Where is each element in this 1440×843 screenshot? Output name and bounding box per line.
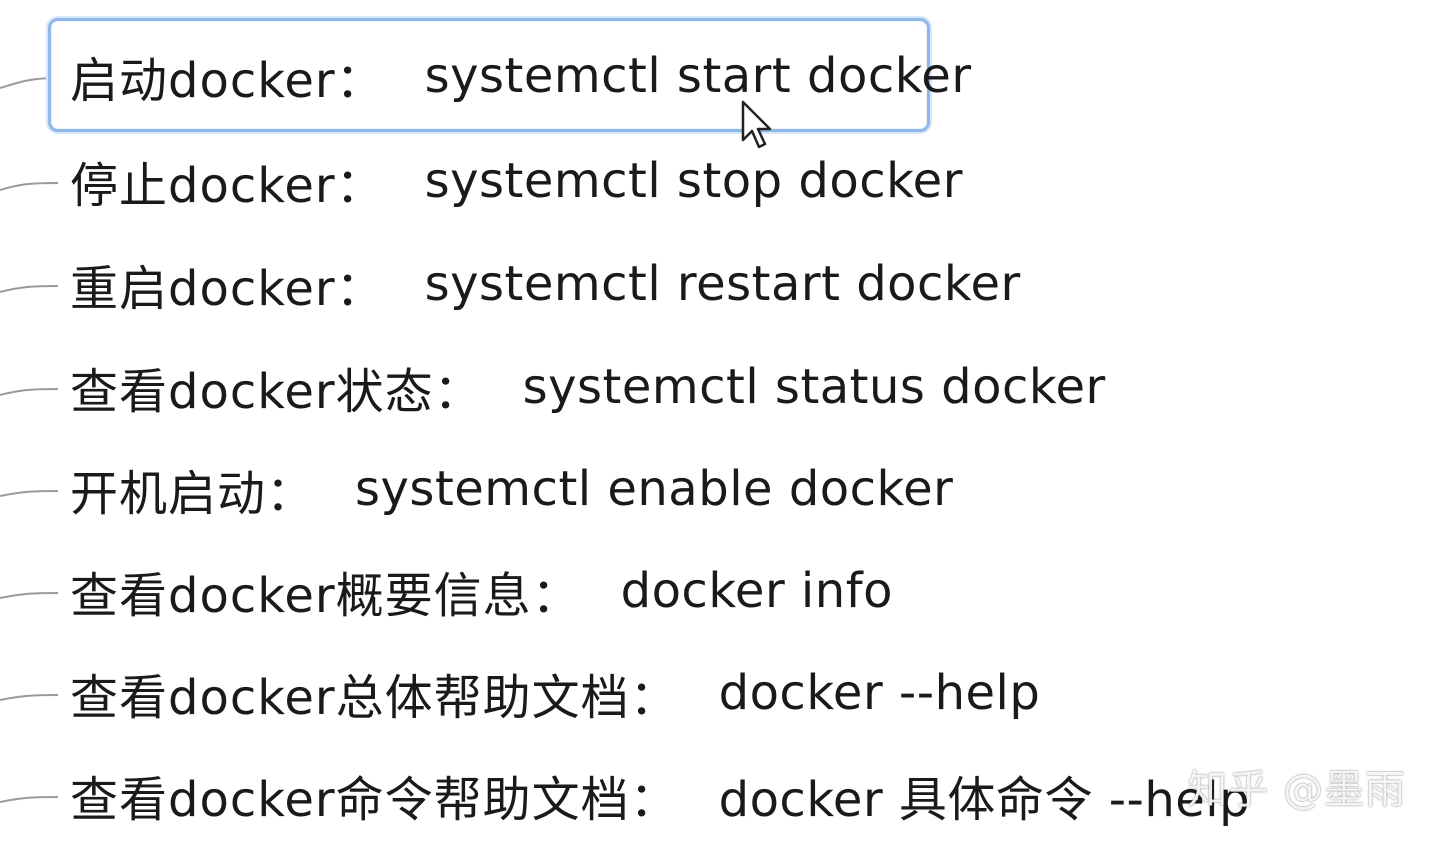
mindmap-node-start-docker[interactable]: 启动docker： systemctl start docker [70, 28, 972, 124]
connector-line [0, 592, 59, 599]
mouse-pointer-icon [741, 100, 772, 149]
node-command: systemctl enable docker [355, 461, 954, 517]
node-label: 查看docker总体帮助文档： [70, 670, 679, 726]
node-label: 启动docker： [70, 53, 385, 109]
node-label: 查看docker状态： [70, 364, 483, 420]
connector-lines [0, 77, 59, 803]
connector-line [0, 694, 59, 701]
mindmap-node-command-help[interactable]: 查看docker命令帮助文档： docker 具体命令 --help [70, 747, 1250, 843]
watermark: 知乎 @墨雨 [1187, 767, 1406, 813]
node-label: 重启docker： [70, 261, 385, 317]
connector-line [0, 285, 59, 293]
node-command: systemctl status docker [522, 359, 1106, 415]
node-command: systemctl restart docker [424, 256, 1021, 312]
node-command: systemctl stop docker [424, 153, 963, 209]
mindmap-node-restart-docker[interactable]: 重启docker： systemctl restart docker [70, 236, 1021, 332]
mindmap-node-enable-on-boot[interactable]: 开机启动： systemctl enable docker [70, 441, 953, 537]
connector-line [0, 182, 59, 191]
mindmap-node-docker-info[interactable]: 查看docker概要信息： docker info [70, 543, 893, 639]
node-label: 开机启动： [70, 466, 316, 522]
mindmap-node-stop-docker[interactable]: 停止docker： systemctl stop docker [70, 133, 963, 229]
node-selection-highlight [48, 18, 930, 132]
node-label: 查看docker命令帮助文档： [70, 772, 679, 828]
connector-line [0, 388, 59, 396]
node-command: docker info [620, 563, 893, 619]
node-command: docker --help [718, 665, 1041, 721]
node-label: 查看docker概要信息： [70, 568, 581, 624]
node-command: docker 具体命令 --help [718, 772, 1251, 828]
mindmap-node-docker-help[interactable]: 查看docker总体帮助文档： docker --help [70, 645, 1040, 741]
connector-line [0, 796, 59, 803]
mindmap-node-docker-status[interactable]: 查看docker状态： systemctl status docker [70, 339, 1106, 435]
connector-line [0, 490, 59, 497]
node-command: systemctl start docker [424, 48, 972, 104]
node-label: 停止docker： [70, 158, 385, 214]
